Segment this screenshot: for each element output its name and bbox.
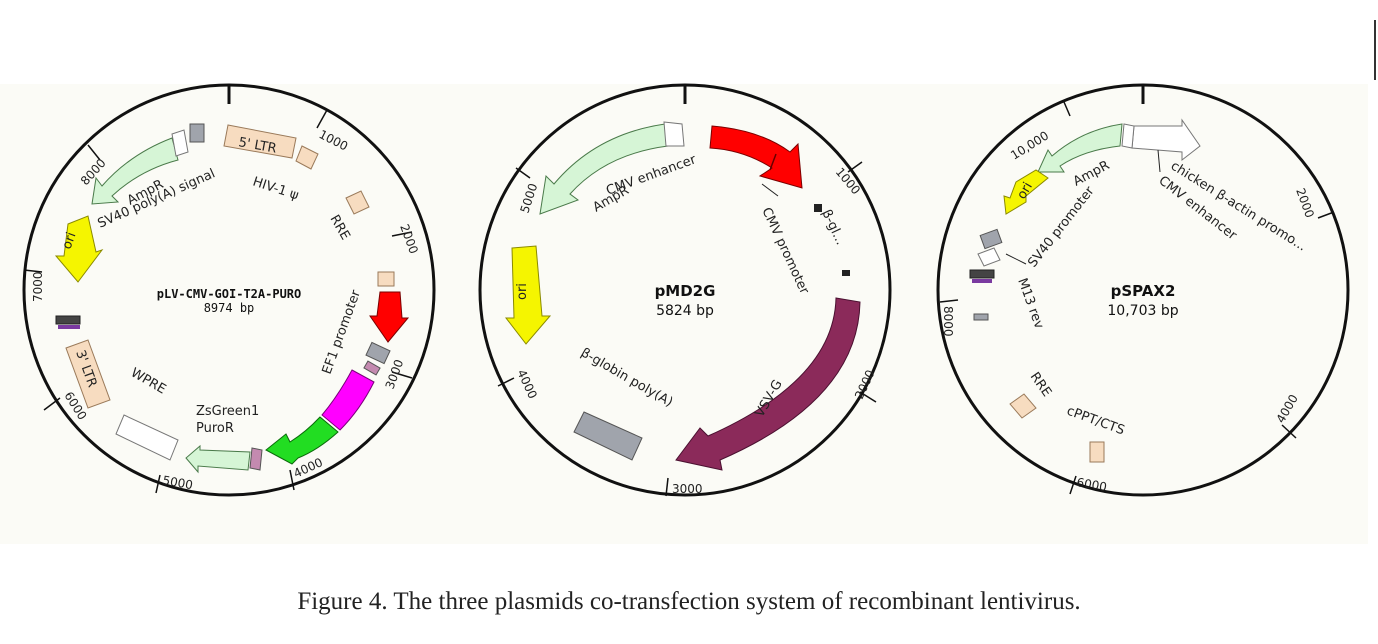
svg-text:2000: 2000 bbox=[852, 368, 878, 402]
feature-vsvg bbox=[675, 297, 861, 471]
feature-ampr bbox=[91, 137, 179, 205]
feature-bglobin bbox=[573, 411, 643, 461]
tick-6000: 6000 bbox=[1069, 475, 1108, 494]
label-ef1: EF1 promoter bbox=[320, 288, 365, 377]
tick-4000: 4000 bbox=[1273, 392, 1301, 439]
feature-wpre bbox=[115, 414, 179, 461]
tick-3000: 3000 bbox=[383, 358, 413, 391]
svg-text:2000: 2000 bbox=[1293, 186, 1317, 219]
tick-2000: 2000 bbox=[852, 368, 878, 403]
feature-hiv-psi-box bbox=[295, 145, 319, 170]
feature-white-box bbox=[171, 129, 189, 157]
figure-caption: Figure 4. The three plasmids co-transfec… bbox=[297, 588, 1081, 615]
plasmid-name-plv: pLV-CMV-GOI-T2A-PURO bbox=[157, 287, 302, 301]
feature-left-stack bbox=[969, 228, 1003, 321]
leader-line bbox=[761, 183, 779, 197]
feature-ori: ori bbox=[504, 245, 552, 345]
feature-ampr bbox=[1037, 123, 1123, 173]
svg-text:2000: 2000 bbox=[397, 222, 421, 255]
plasmid-map-plv: 1000 2000 3000 4000 5000 6000 7000 8000 … bbox=[22, 83, 436, 497]
feature-pink-box bbox=[363, 360, 381, 376]
svg-text:5' LTR: 5' LTR bbox=[237, 135, 277, 156]
label-cppt: cPPT/CTS bbox=[1065, 404, 1127, 439]
feature-rre-box bbox=[345, 190, 370, 215]
tick-3000: 3000 bbox=[665, 477, 703, 497]
svg-text:7000: 7000 bbox=[31, 271, 45, 302]
svg-text:5000: 5000 bbox=[161, 473, 194, 492]
label-zsgreen: ZsGreen1 bbox=[196, 404, 259, 419]
tick-2000: 2000 bbox=[391, 222, 421, 256]
svg-text:8000: 8000 bbox=[941, 306, 955, 337]
label-cmv-promoter: CMV promoter bbox=[758, 205, 811, 297]
label-wpre: WPRE bbox=[128, 365, 168, 397]
feature-pink-box-2 bbox=[249, 447, 263, 471]
plasmid-name-pmd2g: pMD2G bbox=[655, 282, 716, 300]
feature-5-ltr: 5' LTR bbox=[223, 124, 297, 159]
feature-chicken-actin bbox=[1121, 118, 1201, 162]
tick-1000: 1000 bbox=[316, 109, 351, 154]
plasmid-size-plv: 8974 bp bbox=[204, 301, 255, 315]
svg-text:4000: 4000 bbox=[514, 367, 540, 401]
label-puror: PuroR bbox=[196, 421, 234, 436]
feature-ampr-small bbox=[185, 444, 251, 474]
label-m13: M13 rev bbox=[1014, 276, 1046, 331]
feature-zsgreen-magenta bbox=[321, 369, 375, 431]
feature-gray-box-top bbox=[189, 123, 205, 143]
leader-line-2 bbox=[1157, 149, 1161, 173]
svg-text:3000: 3000 bbox=[672, 482, 703, 496]
feature-white-box bbox=[663, 121, 685, 147]
svg-text:1000: 1000 bbox=[317, 127, 351, 153]
feature-rre-box bbox=[1009, 393, 1037, 419]
svg-text:6000: 6000 bbox=[1075, 475, 1108, 494]
plasmid-name-pspax2: pSPAX2 bbox=[1111, 282, 1176, 300]
feature-ampr bbox=[539, 123, 669, 215]
tick-7000: 7000 bbox=[23, 269, 45, 302]
feature-cppt-box bbox=[1089, 441, 1105, 463]
label-ampr: AmpR bbox=[1071, 158, 1112, 189]
feature-ori: ori bbox=[1003, 169, 1049, 215]
feature-ori: ori bbox=[54, 215, 104, 283]
label-rre: RRE bbox=[327, 213, 353, 243]
plasmid-size-pmd2g: 5824 bp bbox=[656, 303, 714, 319]
label-rre: RRE bbox=[1027, 370, 1054, 400]
svg-text:ori: ori bbox=[1014, 180, 1035, 202]
feature-cmv-red bbox=[709, 125, 803, 189]
right-edge-line bbox=[1374, 20, 1376, 80]
feature-bgl-marks bbox=[814, 204, 850, 276]
tick-5000: 5000 bbox=[155, 473, 194, 494]
svg-text:ori: ori bbox=[60, 230, 80, 251]
feature-gray-box bbox=[365, 341, 391, 365]
feature-cmv-red bbox=[369, 291, 410, 343]
plasmid-map-pmd2g: 1000 2000 3000 4000 5000 AmpR CMV enhanc… bbox=[478, 83, 892, 497]
tick-5000: 5000 bbox=[515, 167, 541, 215]
plasmid-size-pspax2: 10,703 bp bbox=[1107, 303, 1178, 319]
feature-small-stack bbox=[55, 315, 81, 329]
label-hiv-psi: HIV-1 ψ bbox=[251, 175, 301, 204]
label-beta-gl: β-gl... bbox=[818, 207, 847, 247]
svg-text:4000: 4000 bbox=[1273, 392, 1300, 425]
svg-text:3000: 3000 bbox=[383, 358, 407, 391]
plasmid-map-pspax2: 10,000 2000 4000 6000 8000 ori AmpR SV40… bbox=[936, 83, 1350, 497]
label-beta-globin: β-globin poly(A) bbox=[578, 345, 675, 410]
tick-8000: 8000 bbox=[939, 299, 959, 337]
svg-text:5000: 5000 bbox=[518, 182, 541, 215]
feature-puror-green bbox=[265, 416, 339, 465]
tick-8000: 8000 bbox=[78, 144, 109, 188]
label-sv40-promoter: SV40 promoter bbox=[1025, 183, 1098, 270]
svg-text:ori: ori bbox=[515, 283, 530, 300]
feature-small-ltr-box bbox=[377, 271, 395, 287]
leader-line bbox=[1005, 253, 1027, 265]
